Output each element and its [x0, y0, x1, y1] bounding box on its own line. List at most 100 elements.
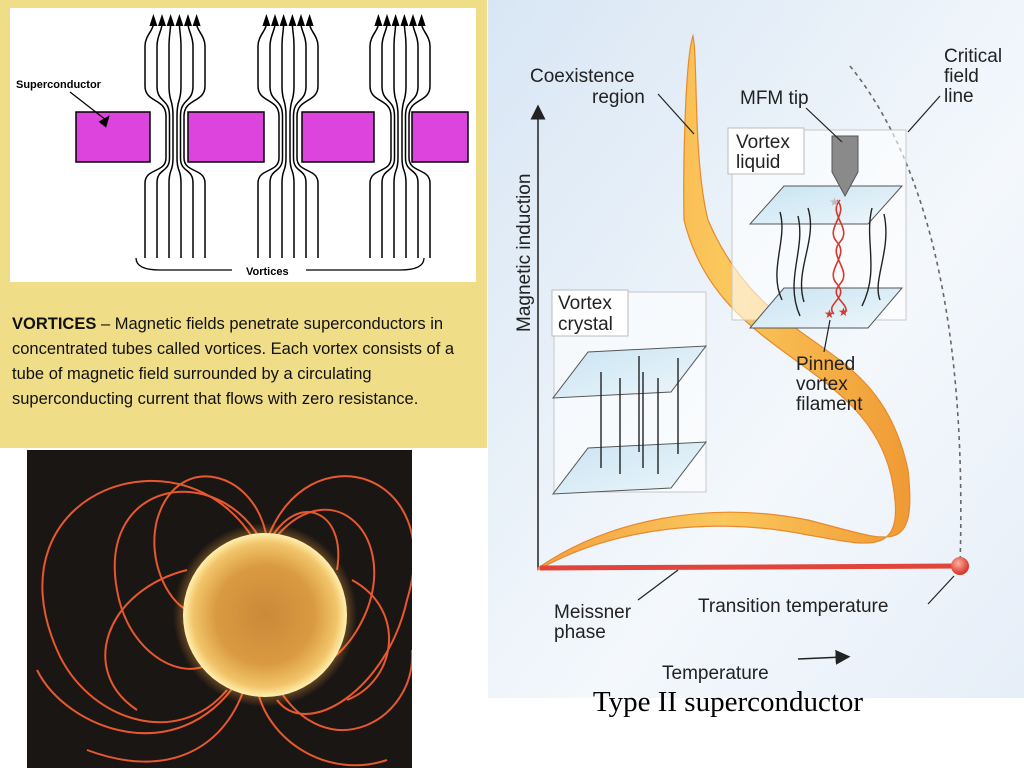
meissner-pointer: [637, 569, 679, 601]
field-line: [404, 23, 419, 258]
field-arrowhead: [166, 14, 175, 26]
vortex-liquid-label-1: Vortex: [736, 132, 790, 153]
x-axis-arrow: [797, 649, 851, 665]
coexistence-label-2: region: [592, 87, 645, 108]
field-line: [292, 23, 307, 258]
field-line: [369, 23, 392, 258]
transition-pointer: [927, 575, 955, 605]
critical-label-3: line: [944, 86, 974, 107]
critical-pointer: [907, 95, 941, 133]
field-line: [289, 23, 295, 258]
field-arrowhead: [383, 14, 391, 26]
phase-diagram-svg: Magnetic induction Temperature Vortex cr…: [488, 0, 1024, 698]
caption-body: – Magnetic fields penetrate superconduct…: [12, 315, 455, 408]
field-line: [381, 23, 396, 258]
meissner-label-1: Meissner: [554, 602, 632, 623]
pinned-helix-a: [830, 199, 842, 315]
vortices-diagram: Superconductor Vortices: [16, 14, 469, 278]
field-line: [401, 23, 407, 258]
field-arrowhead: [305, 14, 314, 26]
crystal-top-plate: [551, 345, 708, 399]
mfm-tip: [831, 135, 859, 198]
field-arrowhead: [184, 14, 192, 26]
superconductor-block: [187, 111, 265, 163]
field-line: [269, 23, 284, 258]
crystal-vortex-lines: [600, 356, 679, 474]
field-arrowhead: [262, 14, 271, 26]
vortices-caption: VORTICES – Magnetic fields penetrate sup…: [12, 312, 480, 412]
superconductor-block: [75, 111, 151, 163]
sun-field-illustration: [36, 475, 412, 767]
field-line: [408, 23, 431, 258]
vortices-bracket: [135, 257, 425, 271]
superconductor-block: [411, 111, 469, 163]
vortex-liquid-label-box: [727, 127, 805, 175]
field-line: [156, 23, 171, 258]
field-arrowhead: [158, 14, 166, 26]
field-line: [281, 23, 287, 258]
pin-star: ★: [824, 307, 835, 321]
liquid-vortex-lines: [776, 207, 887, 317]
field-arrowhead: [297, 14, 305, 26]
field-arrowhead: [400, 14, 409, 26]
vortex-liquid-label-2: liquid: [736, 152, 780, 173]
pinned-label-2: vortex: [796, 374, 848, 395]
field-arrowhead: [391, 14, 400, 26]
pinned-helix-b: [835, 199, 847, 315]
pinned-pointer: [823, 319, 831, 353]
field-arrowhead: [279, 14, 288, 26]
field-arrowhead: [271, 14, 279, 26]
tip-star: ★: [829, 195, 840, 209]
field-arrowhead: [175, 14, 184, 26]
vortices-panel: Superconductor Vortices VORTICES – Magne…: [0, 0, 487, 448]
meissner-line: [539, 563, 961, 571]
crystal-bottom-plate: [551, 441, 708, 495]
field-arrowhead: [374, 14, 383, 26]
caption-heading: VORTICES: [12, 315, 97, 333]
coexistence-label-1: Coexistence: [530, 66, 635, 87]
vortex-crystal-label-box: [551, 289, 629, 337]
field-arrowhead: [288, 14, 297, 26]
superconductor-block: [301, 111, 375, 163]
field-line: [183, 23, 206, 258]
superconductor-pointer: [69, 91, 110, 128]
vortex-crystal-label-1: Vortex: [558, 293, 612, 314]
field-line: [393, 23, 399, 258]
vortex-crystal-label-2: crystal: [558, 314, 613, 335]
mfm-tip-pointer: [805, 107, 843, 143]
magnetic-sun-image: [27, 450, 412, 768]
transition-label: Transition temperature: [698, 596, 888, 617]
coexistence-band: [537, 33, 911, 572]
field-arrowhead: [149, 14, 158, 26]
field-line: [257, 23, 280, 258]
superconductor-label: Superconductor: [16, 79, 102, 91]
liquid-bottom-plate: [748, 287, 904, 329]
vortices-figure: Superconductor Vortices: [10, 8, 476, 282]
vortices-label: Vortices: [246, 266, 289, 278]
critical-label-2: field: [944, 66, 979, 87]
transition-point: [951, 557, 969, 575]
field-line: [176, 23, 182, 258]
field-line: [144, 23, 167, 258]
meissner-label-2: phase: [554, 622, 606, 643]
field-line: [296, 23, 319, 258]
diagram-caption: Type II superconductor: [592, 686, 864, 718]
mfm-tip-label: MFM tip: [740, 88, 809, 109]
sun-disk: [183, 533, 347, 697]
liquid-top-plate: [748, 185, 904, 225]
phase-diagram: Magnetic induction Temperature Vortex cr…: [488, 0, 1024, 698]
pinned-label-1: Pinned: [796, 354, 855, 375]
field-arrowhead: [417, 14, 426, 26]
x-axis-label: Temperature: [662, 663, 769, 684]
field-arrowhead: [409, 14, 417, 26]
pinned-label-3: filament: [796, 394, 863, 415]
field-line: [168, 23, 174, 258]
vortex-field-lines: [144, 14, 431, 258]
critical-label-1: Critical: [944, 46, 1002, 67]
field-arrowhead: [192, 14, 201, 26]
field-line: [179, 23, 194, 258]
y-axis-label: Magnetic induction: [514, 174, 535, 332]
pin-star: ★: [838, 305, 849, 319]
coexistence-pointer: [657, 93, 695, 135]
critical-field-line: [849, 65, 962, 567]
